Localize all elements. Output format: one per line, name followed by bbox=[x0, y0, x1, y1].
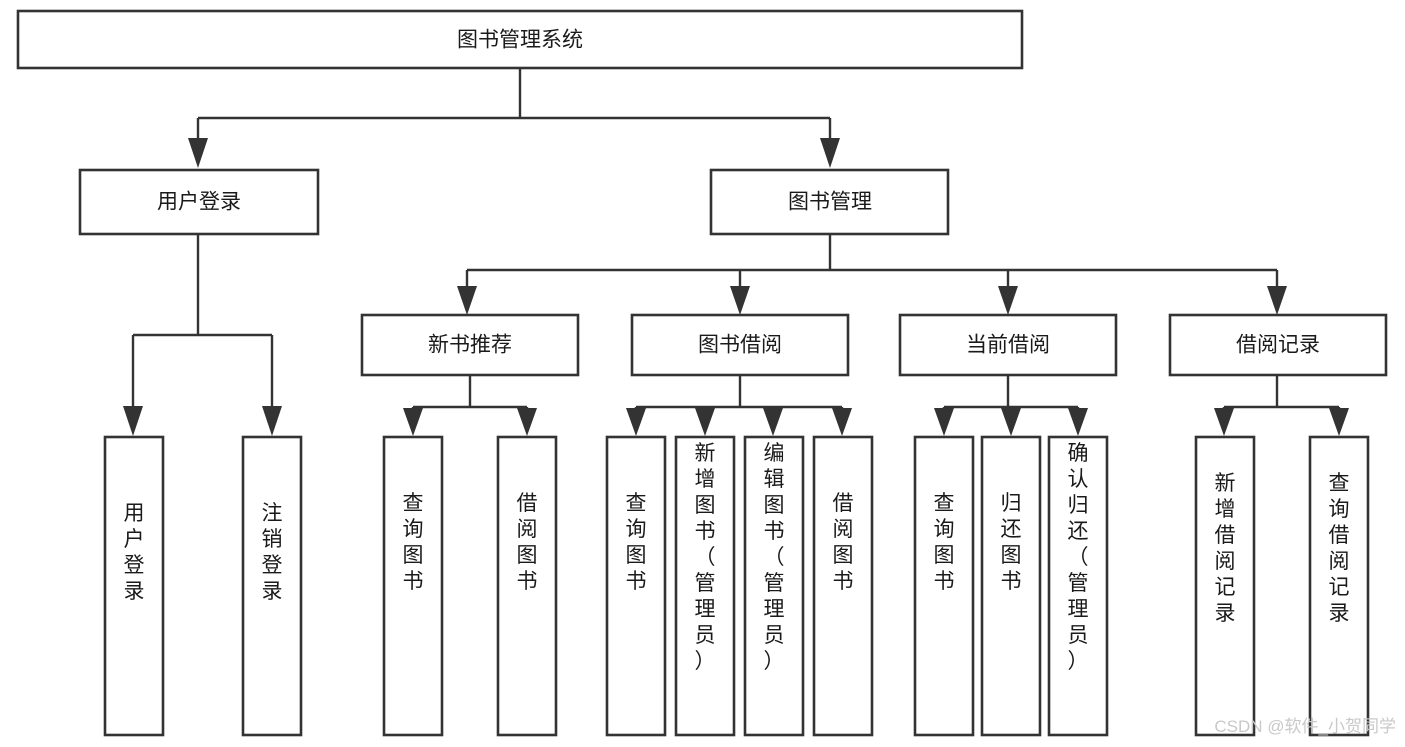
arrow-head-icon bbox=[1267, 286, 1287, 315]
node-box-leaf-6[interactable] bbox=[674, 435, 736, 737]
connector-layer bbox=[123, 68, 1349, 436]
arrow-head-icon bbox=[1329, 408, 1349, 436]
node-label-leaf-9: 查询图书 bbox=[934, 492, 955, 593]
arrow-head-icon bbox=[820, 138, 840, 168]
arrow-head-icon bbox=[403, 408, 423, 436]
node-box-newbook[interactable] bbox=[360, 313, 580, 377]
leaf-node-5[interactable]: 查询图书 bbox=[605, 435, 667, 737]
arrow-head-icon bbox=[123, 406, 143, 436]
node-root[interactable]: 图书管理系统 bbox=[16, 9, 1024, 70]
leaf-node-1[interactable]: 用户登录 bbox=[103, 435, 165, 737]
node-label-bookmgmt: 图书管理 bbox=[788, 191, 872, 214]
arrow-head-icon bbox=[1001, 408, 1021, 436]
node-borrow[interactable]: 图书借阅 bbox=[630, 313, 850, 377]
arrow-head-icon bbox=[457, 286, 477, 315]
arrow-head-icon bbox=[832, 408, 852, 436]
arrow-head-icon bbox=[626, 408, 646, 436]
node-box-leaf-1[interactable] bbox=[103, 435, 165, 737]
arrow-head-icon bbox=[695, 408, 715, 436]
leaf-node-13[interactable]: 查询借阅记录 bbox=[1308, 435, 1370, 737]
leaf-node-4[interactable]: 借阅图书 bbox=[496, 435, 558, 737]
node-label-borrow: 图书借阅 bbox=[698, 334, 782, 357]
node-box-leaf-10[interactable] bbox=[980, 435, 1042, 737]
node-box-borrow[interactable] bbox=[630, 313, 850, 377]
node-box-records[interactable] bbox=[1168, 313, 1388, 377]
leaf-node-3[interactable]: 查询图书 bbox=[382, 435, 444, 737]
leaf-node-7[interactable]: 编辑图书（管理员） bbox=[743, 435, 805, 737]
node-label-login: 用户登录 bbox=[157, 191, 241, 214]
node-box-bookmgmt[interactable] bbox=[709, 168, 950, 236]
node-newbook[interactable]: 新书推荐 bbox=[360, 313, 580, 377]
node-label-root: 图书管理系统 bbox=[457, 29, 583, 52]
leaf-node-2[interactable]: 注销登录 bbox=[241, 435, 303, 737]
node-label-leaf-10: 归还图书 bbox=[1001, 492, 1022, 593]
leaf-node-6[interactable]: 新增图书（管理员） bbox=[674, 435, 736, 737]
leaf-node-12[interactable]: 新增借阅记录 bbox=[1194, 435, 1256, 737]
arrow-head-icon bbox=[188, 138, 208, 168]
node-label-leaf-2: 注销登录 bbox=[262, 502, 283, 603]
node-box-leaf-13[interactable] bbox=[1308, 435, 1370, 737]
node-label-leaf-8: 借阅图书 bbox=[833, 492, 854, 593]
node-label-current: 当前借阅 bbox=[966, 334, 1050, 357]
arrow-head-icon bbox=[730, 286, 750, 315]
node-label-leaf-11: 确认归还（管理员） bbox=[1068, 442, 1089, 673]
arrow-head-icon bbox=[1214, 408, 1234, 436]
leaf-node-9[interactable]: 查询图书 bbox=[913, 435, 975, 737]
node-label-newbook: 新书推荐 bbox=[428, 334, 512, 357]
arrow-head-icon bbox=[262, 406, 282, 436]
arrow-head-icon bbox=[1068, 408, 1088, 436]
node-box-leaf-2[interactable] bbox=[241, 435, 303, 737]
node-box-root[interactable] bbox=[16, 9, 1024, 70]
node-box-leaf-4[interactable] bbox=[496, 435, 558, 737]
node-box-leaf-9[interactable] bbox=[913, 435, 975, 737]
node-login[interactable]: 用户登录 bbox=[78, 168, 320, 236]
node-box-leaf-11[interactable] bbox=[1047, 435, 1109, 737]
node-box-leaf-8[interactable] bbox=[812, 435, 874, 737]
node-box-leaf-12[interactable] bbox=[1194, 435, 1256, 737]
node-box-leaf-3[interactable] bbox=[382, 435, 444, 737]
arrow-head-icon bbox=[517, 408, 537, 436]
node-label-leaf-5: 查询图书 bbox=[626, 492, 647, 593]
node-current[interactable]: 当前借阅 bbox=[898, 313, 1118, 377]
leaf-node-8[interactable]: 借阅图书 bbox=[812, 435, 874, 737]
node-label-leaf-12: 新增借阅记录 bbox=[1215, 472, 1236, 625]
csdn-watermark: CSDN @软件_小贺同学 bbox=[1214, 717, 1396, 736]
leaf-node-10[interactable]: 归还图书 bbox=[980, 435, 1042, 737]
node-bookmgmt[interactable]: 图书管理 bbox=[709, 168, 950, 236]
node-label-leaf-7: 编辑图书（管理员） bbox=[764, 442, 785, 673]
leaf-node-11[interactable]: 确认归还（管理员） bbox=[1047, 435, 1109, 737]
node-label-leaf-1: 用户登录 bbox=[124, 502, 145, 603]
node-label-leaf-6: 新增图书（管理员） bbox=[695, 442, 716, 673]
arrow-head-icon bbox=[763, 408, 783, 436]
node-box-current[interactable] bbox=[898, 313, 1118, 377]
node-label-records: 借阅记录 bbox=[1236, 334, 1320, 357]
node-label-leaf-4: 借阅图书 bbox=[517, 492, 538, 593]
node-box-leaf-5[interactable] bbox=[605, 435, 667, 737]
node-box-login[interactable] bbox=[78, 168, 320, 236]
node-records[interactable]: 借阅记录 bbox=[1168, 313, 1388, 377]
arrow-head-icon bbox=[998, 286, 1018, 315]
node-box-leaf-7[interactable] bbox=[743, 435, 805, 737]
node-label-leaf-3: 查询图书 bbox=[403, 492, 424, 593]
node-label-leaf-13: 查询借阅记录 bbox=[1329, 472, 1350, 625]
arrow-head-icon bbox=[934, 408, 954, 436]
